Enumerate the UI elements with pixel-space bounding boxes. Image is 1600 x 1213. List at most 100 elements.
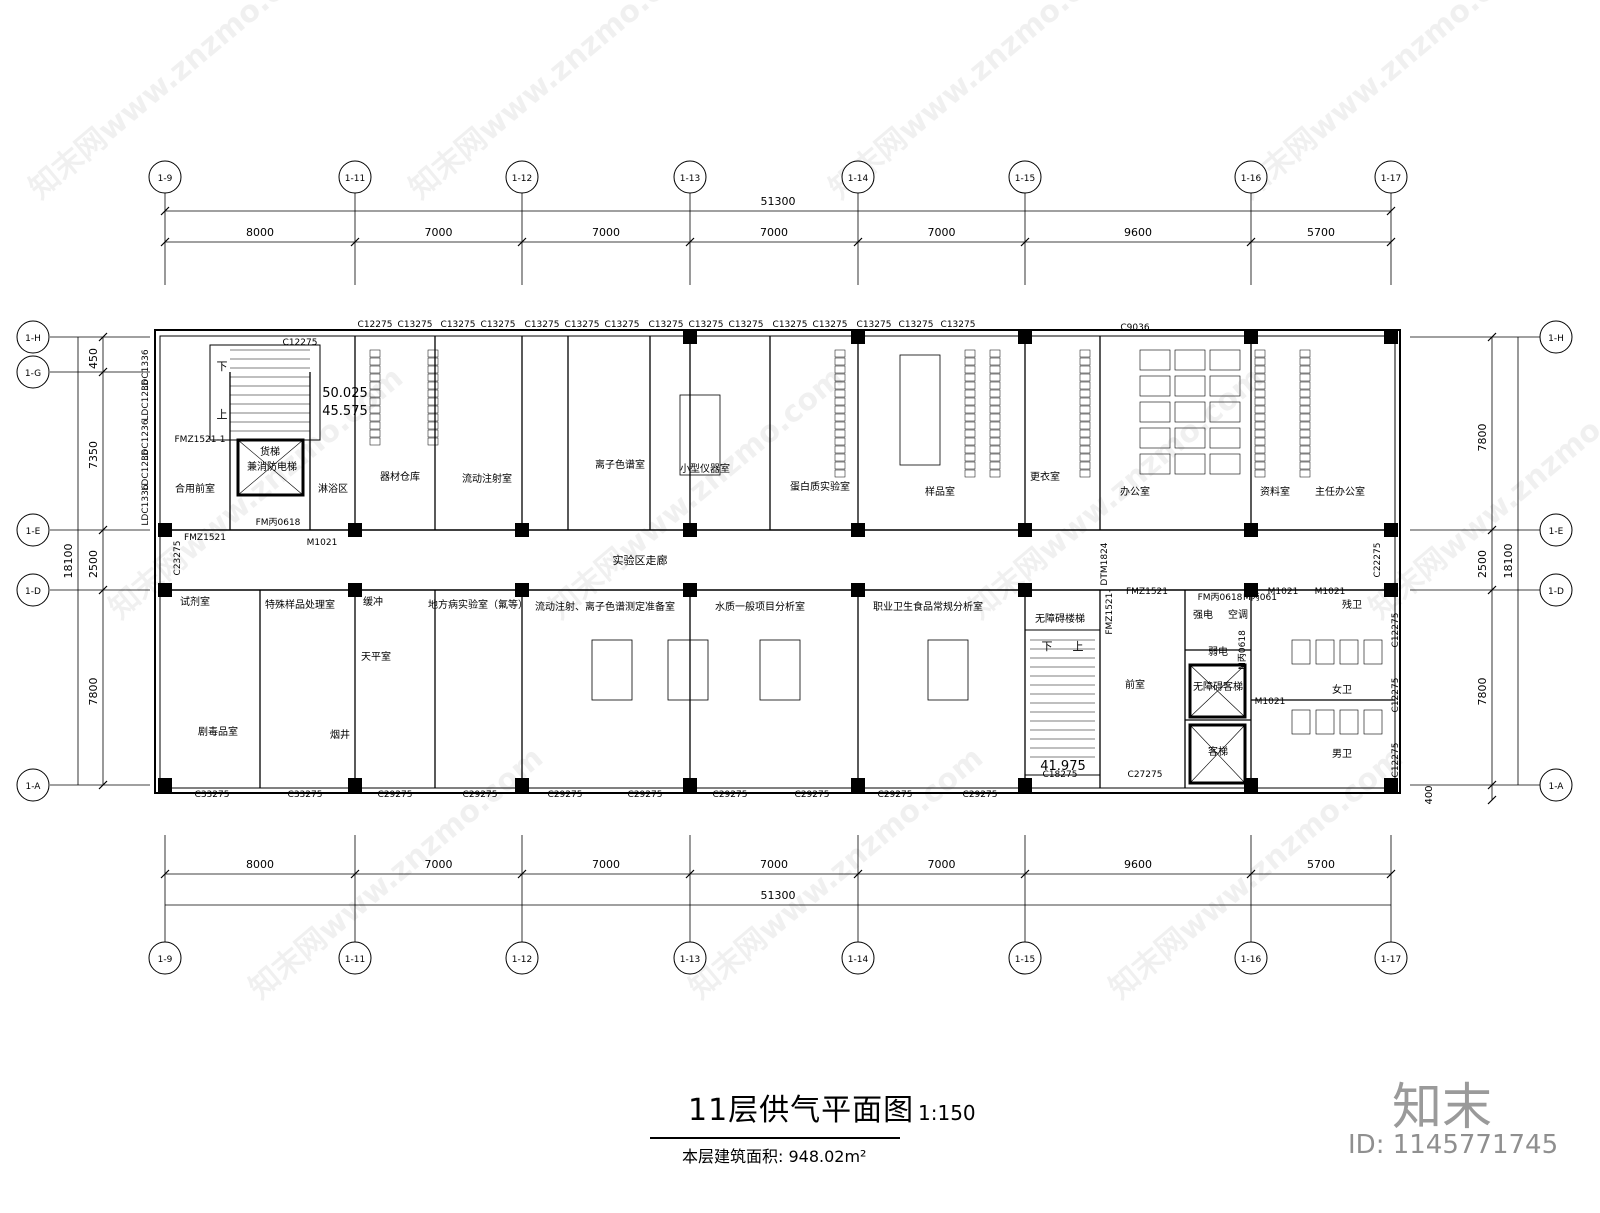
- dimension-tick: [853, 237, 863, 247]
- dimension-total: 51300: [761, 889, 796, 902]
- window-label-top: C13275: [481, 320, 516, 330]
- toilet-stall: [1363, 709, 1383, 735]
- dimension-value: 9600: [1124, 858, 1152, 871]
- lab-bench-cell: [1254, 405, 1266, 414]
- lab-bench-cell: [834, 397, 846, 406]
- elevator-shaft: [1188, 663, 1247, 719]
- walls: [154, 329, 1401, 794]
- elevator-shaft: [236, 438, 305, 497]
- dimension-value: 2500: [1476, 550, 1489, 578]
- room-label: 残卫: [1342, 598, 1362, 611]
- room-label: 更衣室: [1030, 470, 1060, 483]
- lab-bench-cell: [427, 357, 439, 366]
- dimension-value: 7000: [928, 226, 956, 239]
- lab-bench-cell: [1079, 389, 1091, 398]
- room-label: 器材仓库: [380, 470, 420, 483]
- title-underline: [650, 1137, 900, 1139]
- dimension-value: 9600: [1124, 226, 1152, 239]
- office-desk: [1139, 349, 1171, 371]
- lab-bench-cell: [989, 373, 1001, 382]
- lab-bench-cell: [1299, 365, 1311, 374]
- drawing-scale: 1:150: [918, 1101, 976, 1125]
- lab-bench-cell: [964, 389, 976, 398]
- window-label-top: C13275: [857, 320, 892, 330]
- lab-bench-cell: [989, 445, 1001, 454]
- door-label: M1021: [1255, 697, 1286, 707]
- window-label-top: C12275: [283, 338, 318, 348]
- window-label-bottom: C29275: [795, 790, 830, 800]
- lab-bench-cell: [1299, 373, 1311, 382]
- lab-bench-cell: [1299, 405, 1311, 414]
- watermark-text: 知末网www.znzmo.com: [963, 360, 1270, 626]
- lab-island: [899, 354, 941, 466]
- room-label: 空调: [1228, 608, 1248, 621]
- door-label: FM丙0618: [256, 517, 301, 528]
- dimension-tick: [1487, 332, 1497, 342]
- lab-bench-cell: [989, 421, 1001, 430]
- watermark-text: 知末网www.znzmo.com: [403, 0, 710, 206]
- lab-bench-cell: [369, 365, 381, 374]
- window-label-top: C13275: [689, 320, 724, 330]
- lab-bench-cell: [834, 389, 846, 398]
- dimension-value: 450: [87, 348, 100, 369]
- grid-bubble-label: 1-13: [680, 174, 700, 184]
- grid-bubble-label: 1-G: [25, 369, 41, 379]
- elevator-cross: [1189, 724, 1246, 784]
- lab-bench-cell: [989, 453, 1001, 462]
- office-desk: [1174, 427, 1206, 449]
- stair-direction: 上: [217, 408, 228, 421]
- lab-bench-cell: [427, 381, 439, 390]
- elevator-label: 货梯: [260, 445, 280, 458]
- lab-bench-cell: [1254, 389, 1266, 398]
- lab-bench-cell: [834, 461, 846, 470]
- door-label: FMZ1521-1: [175, 435, 226, 445]
- dimension-value: 7800: [1476, 424, 1489, 452]
- grid-bubble-label: 1-16: [1241, 174, 1262, 184]
- grid-bubble: [1539, 320, 1573, 354]
- dimension-tick: [853, 869, 863, 879]
- toilet-stall: [1339, 709, 1359, 735]
- dimension-tick: [98, 585, 108, 595]
- lab-bench-cell: [427, 437, 439, 446]
- window-label-bottom: C29275: [878, 790, 913, 800]
- grid-bubbles: 1-91-91-111-111-121-121-131-131-141-141-…: [16, 160, 1573, 975]
- lab-island: [679, 394, 721, 476]
- structural-column: [851, 583, 865, 597]
- corridor-label: 实验区走廊: [613, 553, 668, 567]
- door-label: FMZ1521: [1126, 587, 1168, 597]
- dimension-tick: [160, 237, 170, 247]
- lab-bench-cell: [1254, 373, 1266, 382]
- office-desk: [1139, 375, 1171, 397]
- dimension-tick: [1246, 869, 1256, 879]
- grid-bubble-label: 1-E: [26, 527, 41, 537]
- grid-bubble: [16, 320, 50, 354]
- stair-direction: 上: [1073, 640, 1084, 653]
- office-desk: [1209, 427, 1241, 449]
- lab-bench-cell: [1079, 453, 1091, 462]
- window-label-bottom: C29275: [628, 790, 663, 800]
- lab-bench-cell: [834, 357, 846, 366]
- dimension-tick: [1386, 206, 1396, 216]
- dimension-tick: [1487, 780, 1497, 790]
- lab-bench-cell: [834, 349, 846, 358]
- grid-bubble: [1539, 573, 1573, 607]
- watermark-text: 知末网www.znzmo.com: [243, 740, 550, 1006]
- furniture: [369, 349, 1383, 735]
- lab-bench-cell: [1254, 461, 1266, 470]
- grid-bubble: [148, 160, 182, 194]
- dimension-value: 7000: [425, 226, 453, 239]
- room-label: 样品室: [925, 485, 955, 498]
- grid-bubble: [1539, 768, 1573, 802]
- dimension-tick: [98, 780, 108, 790]
- dimension-tick: [1246, 237, 1256, 247]
- door-label: M1021: [1315, 587, 1346, 597]
- lab-bench-cell: [989, 397, 1001, 406]
- lab-bench-cell: [964, 461, 976, 470]
- window-label-bottom: C27275: [1128, 770, 1163, 780]
- room-label: 离子色谱室: [595, 458, 645, 471]
- room-label: 主任办公室: [1315, 485, 1365, 498]
- grid-bubble-label: 1-11: [345, 174, 365, 184]
- stair-direction: 下: [217, 360, 228, 373]
- structural-column: [348, 583, 362, 597]
